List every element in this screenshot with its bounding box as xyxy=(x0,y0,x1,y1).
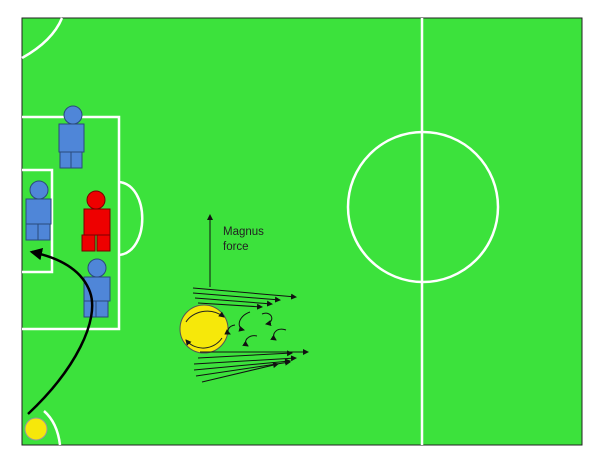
magnus-label-line2: force xyxy=(223,241,249,253)
corner-ball xyxy=(24,417,48,441)
magnus-label-line1: Magnus xyxy=(223,226,264,238)
curved-shot-trajectory-arrow xyxy=(27,247,94,415)
goal-box xyxy=(22,168,54,274)
wake-eddies xyxy=(224,311,287,347)
magnus-force-label: Magnus force xyxy=(223,225,264,255)
airflow-streamlines-top xyxy=(192,287,297,310)
corner-arc-top xyxy=(21,17,64,60)
corner-arc-bottom xyxy=(43,410,62,446)
defender-player-goalkeeper xyxy=(25,180,52,241)
attacker-player xyxy=(81,190,111,252)
penalty-arc xyxy=(118,180,144,257)
center-circle xyxy=(346,130,500,284)
pitch xyxy=(21,17,583,446)
defender-player-top xyxy=(58,105,85,169)
spinning-ball xyxy=(179,304,229,354)
airflow-streamlines-bottom xyxy=(193,349,309,383)
